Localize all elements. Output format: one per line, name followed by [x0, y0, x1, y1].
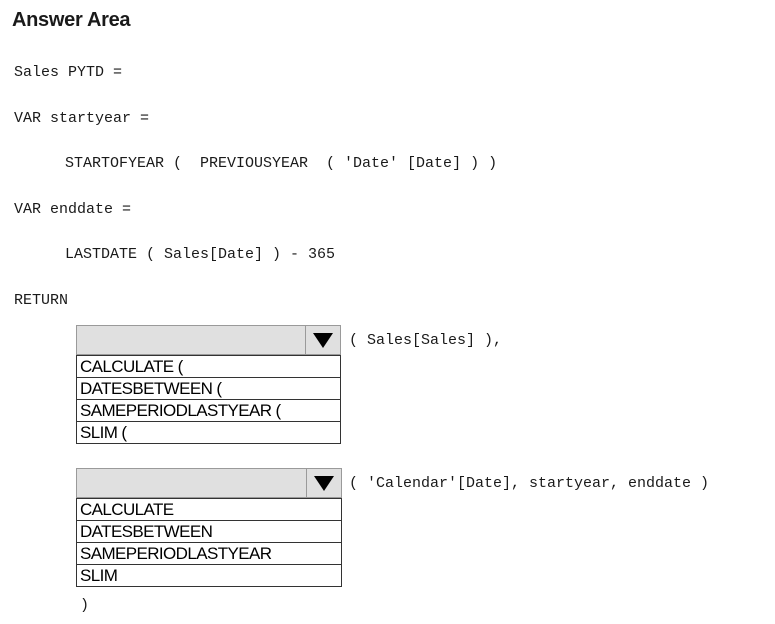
dropdown-2-header[interactable]: [76, 468, 342, 498]
code-after-dropdown-1: ( Sales[Sales] ),: [349, 332, 503, 349]
dropdown-1-header[interactable]: [76, 325, 341, 355]
code-line-var-startyear: VAR startyear =: [14, 110, 150, 127]
code-line-lastdate: LASTDATE ( Sales[Date] ) - 365: [65, 246, 336, 263]
dropdown-2-option-datesbetween[interactable]: DATESBETWEEN: [77, 520, 341, 542]
code-line-sales-pytd: Sales PYTD =: [14, 64, 123, 81]
function-dropdown-2[interactable]: CALCULATE DATESBETWEEN SAMEPERIODLASTYEA…: [76, 468, 342, 587]
dropdown-1-option-calculate[interactable]: CALCULATE (: [77, 355, 340, 377]
dropdown-2-option-sameperiodlastyear[interactable]: SAMEPERIODLASTYEAR: [77, 542, 341, 564]
code-after-dropdown-2: ( 'Calendar'[Date], startyear, enddate ): [349, 475, 710, 492]
code-line-var-enddate: VAR enddate =: [14, 201, 132, 218]
dropdown-2-option-slim[interactable]: SLIM: [77, 564, 341, 586]
chevron-down-icon[interactable]: [306, 469, 341, 497]
function-dropdown-1[interactable]: CALCULATE ( DATESBETWEEN ( SAMEPERIODLAS…: [76, 325, 341, 444]
code-line-startofyear: STARTOFYEAR ( PREVIOUSYEAR ( 'Date' [Dat…: [65, 155, 498, 172]
chevron-down-icon[interactable]: [305, 326, 340, 354]
code-closing-paren: ): [80, 597, 90, 614]
dropdown-1-option-datesbetween[interactable]: DATESBETWEEN (: [77, 377, 340, 399]
answer-area-title: Answer Area: [12, 9, 131, 31]
code-line-return: RETURN: [14, 292, 69, 309]
dropdown-1-option-slim[interactable]: SLIM (: [77, 421, 340, 443]
dropdown-1-options: CALCULATE ( DATESBETWEEN ( SAMEPERIODLAS…: [76, 355, 341, 444]
dropdown-1-option-sameperiodlastyear[interactable]: SAMEPERIODLASTYEAR (: [77, 399, 340, 421]
dropdown-2-option-calculate[interactable]: CALCULATE: [77, 498, 341, 520]
dropdown-2-options: CALCULATE DATESBETWEEN SAMEPERIODLASTYEA…: [76, 498, 342, 587]
